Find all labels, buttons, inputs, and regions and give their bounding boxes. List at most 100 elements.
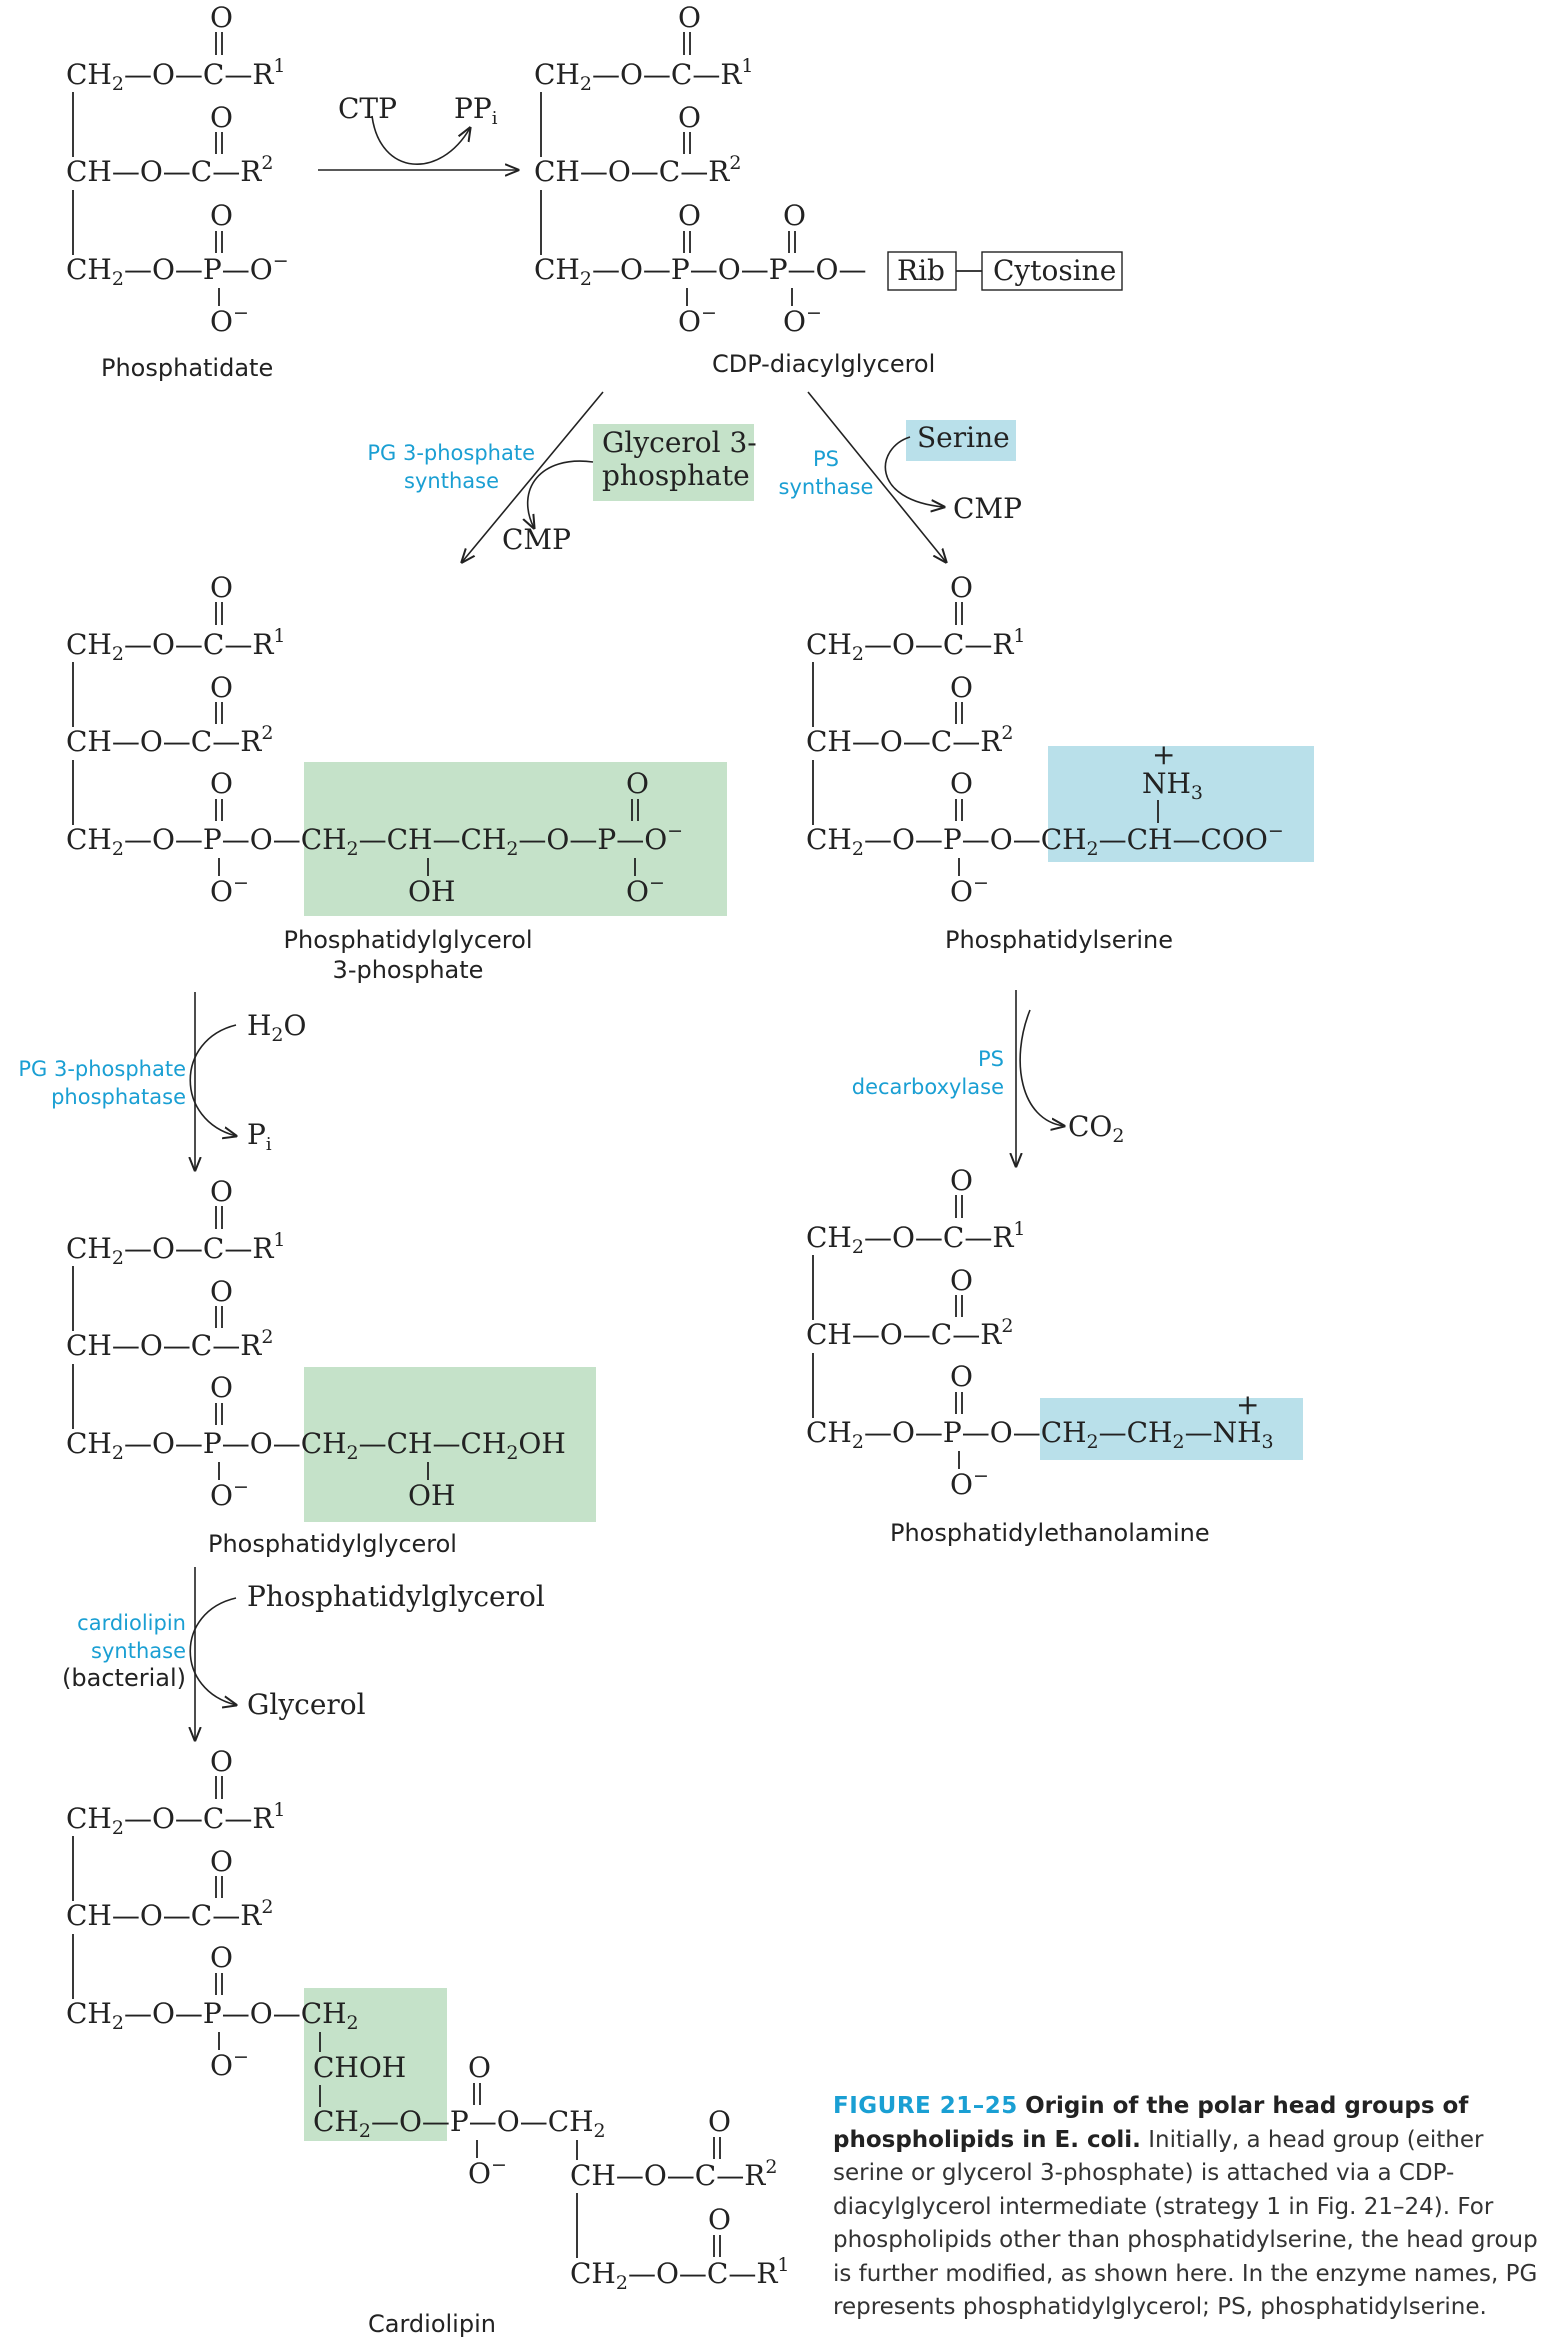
svg-text:CH2—O—C—R1: CH2—O—C—R1 [66, 1229, 286, 1269]
arrow-g3p-curve [528, 460, 594, 528]
svg-text:O: O [950, 1360, 973, 1393]
co2-label: CO2 [1068, 1110, 1124, 1147]
enzyme-ps-decarboxylase-line2: decarboxylase [852, 1075, 1004, 1099]
enzyme-cl-synthase-line3: (bacterial) [62, 1664, 186, 1692]
svg-text:O: O [708, 2203, 731, 2236]
svg-text:CH2—O—P—O—P—O—: CH2—O—P—O—P—O— [534, 253, 866, 290]
svg-text:O: O [210, 199, 233, 232]
svg-text:O: O [950, 571, 973, 604]
phosphatidylserine-structure: O CH2—O—C—R1 O CH—O—C—R2 O + NH3 CH2—O—P… [806, 571, 1284, 908]
svg-text:O: O [210, 1275, 233, 1308]
svg-text:O: O [210, 1175, 233, 1208]
head-group-highlight-g3p [593, 424, 754, 501]
enzyme-ps-synthase-line1: PS [813, 447, 839, 471]
phosphatidate-structure: O CH2—O—C—R1 O CH—O—C—R2 O CH2—O—P—O− O− [66, 1, 289, 338]
svg-text:CH2—O—C—R1: CH2—O—C—R1 [66, 625, 286, 665]
svg-text:O−: O− [468, 2154, 507, 2190]
svg-text:CH2—O—P—O—CH2: CH2—O—P—O—CH2 [313, 2105, 606, 2142]
g3p-label-line1: Glycerol 3- [602, 426, 757, 459]
pi-label-left: Pi [247, 1118, 272, 1155]
svg-text:O: O [210, 1371, 233, 1404]
svg-text:CH2—O—C—R1: CH2—O—C—R1 [806, 625, 1026, 665]
head-group-highlight-serine [906, 420, 1016, 461]
pg-in-label: Phosphatidylglycerol [247, 1580, 545, 1613]
svg-text:O: O [468, 2051, 491, 2084]
enzyme-pgp-phosphatase-line1: PG 3-phosphate [18, 1057, 186, 1081]
enzyme-cl-synthase-line1: cardiolipin [77, 1611, 186, 1635]
head-group-highlight-ps [1048, 746, 1314, 862]
ctp-label: CTP [338, 92, 397, 125]
svg-text:O: O [210, 671, 233, 704]
head-group-highlight-pg [304, 1367, 596, 1522]
figure-body: Initially, a head group (either serine o… [833, 2126, 1538, 2321]
svg-text:O−: O− [950, 1465, 989, 1501]
svg-text:CH—O—C—R2: CH—O—C—R2 [66, 722, 273, 758]
svg-text:O: O [210, 1845, 233, 1878]
svg-text:O−: O− [678, 302, 717, 338]
svg-text:CH2—O—P—O—CH2—CH—CH2—O—P—O−: CH2—O—P—O—CH2—CH—CH2—O—P—O− [66, 820, 683, 860]
head-group-highlight-cardiolipin [304, 1988, 447, 2141]
arrow-co2-curve [1019, 1009, 1064, 1126]
enzyme-ps-decarboxylase-line1: PS [978, 1047, 1004, 1071]
svg-text:O: O [210, 571, 233, 604]
figure-number: FIGURE 21–25 [833, 2093, 1018, 2119]
svg-text:O: O [210, 101, 233, 134]
cdp-diacylglycerol-label: CDP-diacylglycerol [712, 350, 935, 378]
svg-text:O: O [950, 1264, 973, 1297]
svg-text:CHOH: CHOH [313, 2051, 406, 2084]
arrow-serine-curve [884, 436, 944, 507]
phosphatidylserine-label: Phosphatidylserine [945, 926, 1173, 954]
svg-text:O−: O− [626, 872, 665, 908]
svg-text:OH: OH [408, 875, 455, 908]
enzyme-pgp-synthase-line2: synthase [404, 469, 499, 493]
phosphatidate-label: Phosphatidate [101, 354, 273, 382]
svg-text:O−: O− [210, 1476, 249, 1512]
svg-text:O: O [626, 767, 649, 800]
svg-text:CH—O—C—R2: CH—O—C—R2 [806, 1315, 1013, 1351]
arrow-cdp-to-ps [807, 391, 946, 562]
svg-text:O: O [783, 199, 806, 232]
cardiolipin-label: Cardiolipin [368, 2310, 496, 2338]
svg-text:O: O [210, 1, 233, 34]
svg-text:O−: O− [783, 302, 822, 338]
enzyme-ps-synthase-line2: synthase [779, 475, 874, 499]
pgp-label-line1: Phosphatidylglycerol [284, 926, 533, 954]
svg-text:OH: OH [408, 1479, 455, 1512]
figure-caption: FIGURE 21–25 Origin of the polar head gr… [833, 2090, 1538, 2325]
phosphatidylglycerol-label: Phosphatidylglycerol [208, 1530, 457, 1558]
svg-text:CH2—O—P—O—CH2—CH—CH2OH: CH2—O—P—O—CH2—CH—CH2OH [66, 1427, 566, 1464]
svg-text:O−: O− [210, 302, 249, 338]
svg-text:CH—O—C—R2: CH—O—C—R2 [534, 152, 741, 188]
ppi-label: PPi [454, 92, 498, 129]
svg-text:O−: O− [950, 872, 989, 908]
svg-text:O: O [210, 1745, 233, 1778]
svg-text:O: O [678, 199, 701, 232]
pgp-structure: O CH2—O—C—R1 O CH—O—C—R2 O O CH2—O—P—O—C… [66, 571, 683, 908]
svg-text:O: O [950, 671, 973, 704]
svg-text:CH2—O—P—O−: CH2—O—P—O− [66, 250, 289, 290]
svg-text:CH—O—C—R2: CH—O—C—R2 [570, 2156, 777, 2192]
arrow-ctp-curve [371, 115, 470, 165]
figure-title: Origin of the polar head groups of phosp… [833, 2093, 1469, 2153]
cdp-diacylglycerol-structure: O CH2—O—C—R1 O CH—O—C—R2 O O CH2—O—P—O—P… [534, 1, 1123, 338]
phosphatidylethanolamine-structure: O CH2—O—C—R1 O CH—O—C—R2 O + CH2—O—P—O—C… [806, 1164, 1274, 1501]
svg-text:CH—O—C—R2: CH—O—C—R2 [806, 722, 1013, 758]
svg-text:O−: O− [210, 872, 249, 908]
head-group-highlight-pe [1040, 1398, 1303, 1460]
pgp-label-line2: 3-phosphate [333, 956, 484, 984]
cytosine-box-label: Cytosine [993, 254, 1116, 287]
svg-text:CH2—O—C—R1: CH2—O—C—R1 [66, 55, 286, 95]
svg-text:O: O [708, 2105, 731, 2138]
svg-text:CH2—O—C—R1: CH2—O—C—R1 [66, 1799, 286, 1839]
svg-text:O: O [950, 767, 973, 800]
arrow-pg-in-curve [189, 1597, 236, 1705]
enzyme-cl-synthase-line2: synthase [91, 1639, 186, 1663]
cmp-right-label: CMP [953, 492, 1022, 525]
svg-text:CH2—O—C—R1: CH2—O—C—R1 [570, 2254, 790, 2294]
svg-text:O: O [950, 1164, 973, 1197]
glycerol-out-label: Glycerol [247, 1688, 366, 1721]
rib-box-label: Rib [897, 254, 945, 287]
enzyme-pgp-phosphatase-line2: phosphatase [51, 1085, 186, 1109]
g3p-label-line2: phosphate [602, 459, 750, 492]
